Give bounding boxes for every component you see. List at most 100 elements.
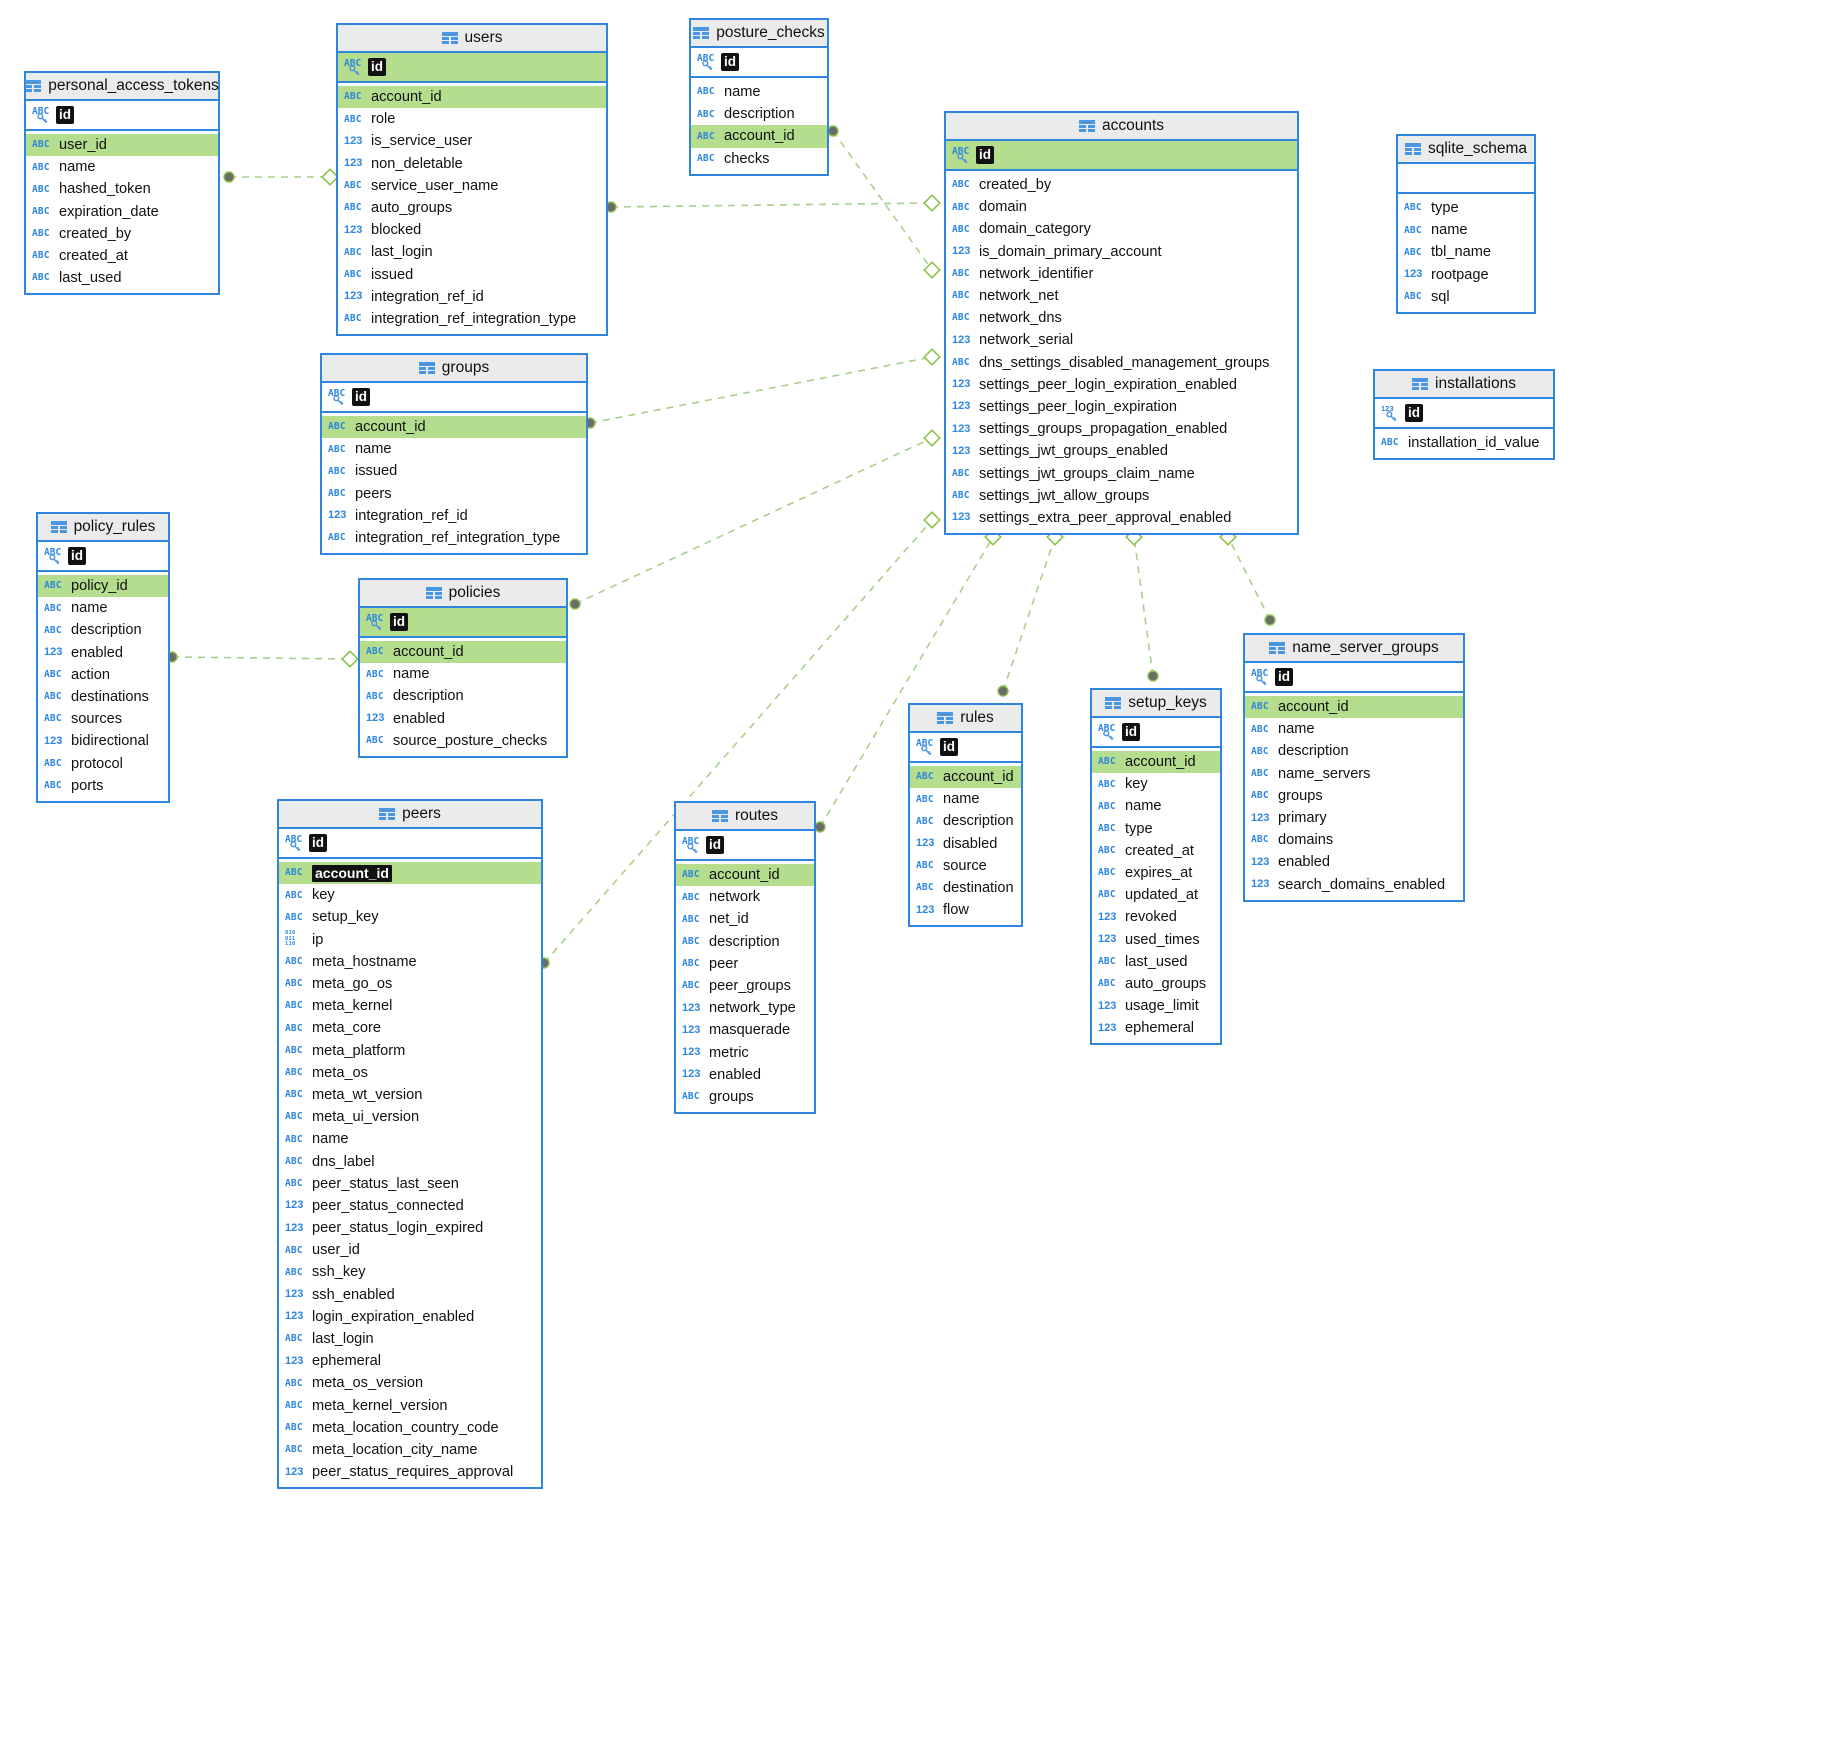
table-header-policies[interactable]: policies [360,580,566,608]
table-header-name_server_groups[interactable]: name_server_groups [1245,635,1463,663]
table-header-routes[interactable]: routes [676,803,814,831]
table-header-sqlite_schema[interactable]: sqlite_schema [1398,136,1534,164]
table-header-posture_checks[interactable]: posture_checks [691,20,827,48]
table-header-peers[interactable]: peers [279,801,541,829]
table-header-installations[interactable]: installations [1375,371,1553,399]
